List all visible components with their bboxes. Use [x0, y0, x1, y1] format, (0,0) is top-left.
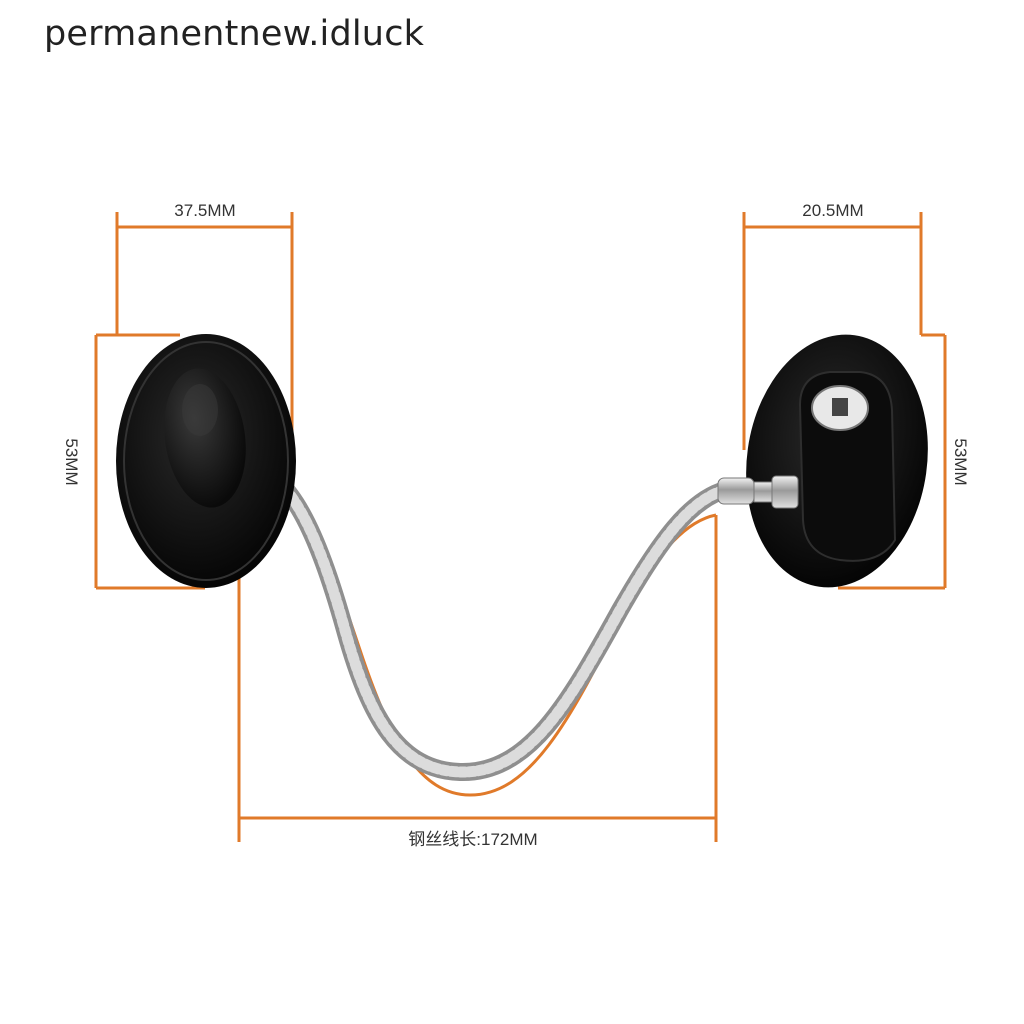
right-height-label: 53MM: [951, 438, 970, 485]
left-lock-plate: [116, 334, 296, 588]
cable-connector: [717, 475, 799, 509]
right-width-label: 20.5MM: [802, 201, 863, 220]
left-height-label: 53MM: [62, 438, 81, 485]
watermark-text: permanentnew.idluck: [44, 14, 425, 54]
steel-cable: [231, 454, 734, 782]
cable-length-label: 钢丝线长:172MM: [408, 830, 537, 849]
left-width-label: 37.5MM: [174, 201, 235, 220]
right-lock-plate: [746, 334, 928, 588]
